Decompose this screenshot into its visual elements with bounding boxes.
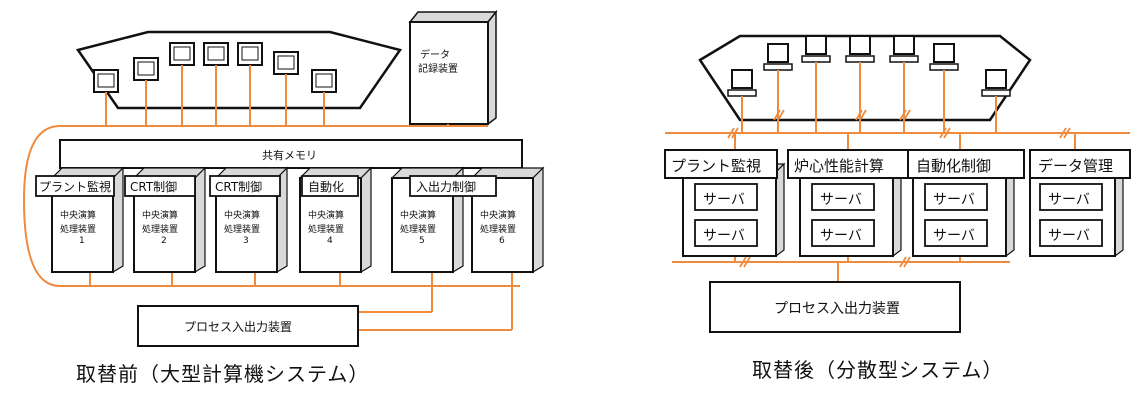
left-caption: 取替前（大型計算機システム） [76,362,370,386]
shared-memory-box [59,139,523,169]
group-label-data-management: データ管理 [1038,157,1114,175]
server-3a: サーバ [933,192,975,208]
cpu-cabinet-2 [132,166,207,274]
right-workstation [727,69,757,97]
func-box [209,175,281,197]
server-3b: サーバ [933,228,975,244]
func-label-plant-monitor: プラント監視 [39,180,112,194]
data-recorder-label-1: データ [420,50,450,61]
group-label-box [787,149,909,179]
cpu-1-line-2: 処理装置 [60,225,97,235]
right-workstation [801,35,831,63]
cpu-2-line-2: 処理装置 [142,225,179,235]
group-label-box [1029,149,1131,179]
cpu-5-line-2: 処理装置 [400,225,437,235]
left-monitor [169,42,195,66]
left-monitor [203,42,229,66]
cpu-2-line-3: 2 [161,236,167,246]
left-monitor [273,51,299,75]
data-recorder [408,9,498,126]
left-monitor [237,42,263,66]
group-label-box [907,149,1025,179]
cpu-6-line-3: 6 [499,236,505,246]
func-label-crt-control-2: CRT制御 [215,180,263,194]
func-box [35,175,115,197]
right-bus-lines [665,62,1130,282]
func-label-io-control: 入出力制御 [416,180,477,194]
right-process-io-box [709,281,961,333]
server-4a: サーバ [1048,192,1090,208]
cpu-6-line-1: 中央演算 [480,211,517,221]
data-recorder-label-2: 記録装置 [418,64,458,75]
cpu-3-line-3: 3 [243,236,249,246]
right-workstation [929,43,959,71]
func-label-automation: 自動化 [308,180,345,194]
left-monitor [311,69,337,93]
cpu-2-line-1: 中央演算 [142,211,179,221]
cpu-1-line-1: 中央演算 [60,211,97,221]
network-break-marks [727,109,1071,268]
left-process-io-box [137,305,359,347]
right-caption: 取替後（分散型システム） [752,358,1004,382]
right-workstation [889,35,919,63]
cpu-4-line-2: 処理装置 [308,225,345,235]
group-label-core-performance: 炉心性能計算 [794,157,885,175]
left-console [75,30,403,110]
func-box [124,175,196,197]
left-monitor [133,57,159,81]
func-box [409,175,497,197]
group-label-plant-monitor: プラント監視 [671,157,762,175]
right-workstation [981,69,1011,97]
cpu-5-line-3: 5 [419,236,425,246]
func-label-crt-control-1: CRT制御 [130,180,178,194]
cpu-3-line-1: 中央演算 [224,211,261,221]
right-process-io-label: プロセス入出力装置 [774,301,900,317]
server-2a: サーバ [820,192,862,208]
right-workstation [845,35,875,63]
group-label-automation-control: 自動化制御 [916,157,992,175]
group-label-box [664,149,778,179]
shared-memory-label: 共有メモリ [262,149,317,162]
cpu-4-line-1: 中央演算 [308,211,345,221]
func-box [301,175,359,197]
cpu-1-line-3: 1 [79,236,85,246]
left-process-io-label: プロセス入出力装置 [184,320,293,334]
server-1a: サーバ [703,192,745,208]
right-console [698,34,1032,122]
server-4b: サーバ [1048,228,1090,244]
server-2b: サーバ [820,228,862,244]
cpu-3-line-2: 処理装置 [224,225,261,235]
left-bus-lines [22,65,520,331]
server-1b: サーバ [703,228,745,244]
cpu-5-line-1: 中央演算 [400,211,437,221]
cpu-6-line-2: 処理装置 [480,225,517,235]
left-monitor [93,69,119,93]
right-workstation [763,43,793,71]
cpu-4-line-3: 4 [327,236,333,246]
